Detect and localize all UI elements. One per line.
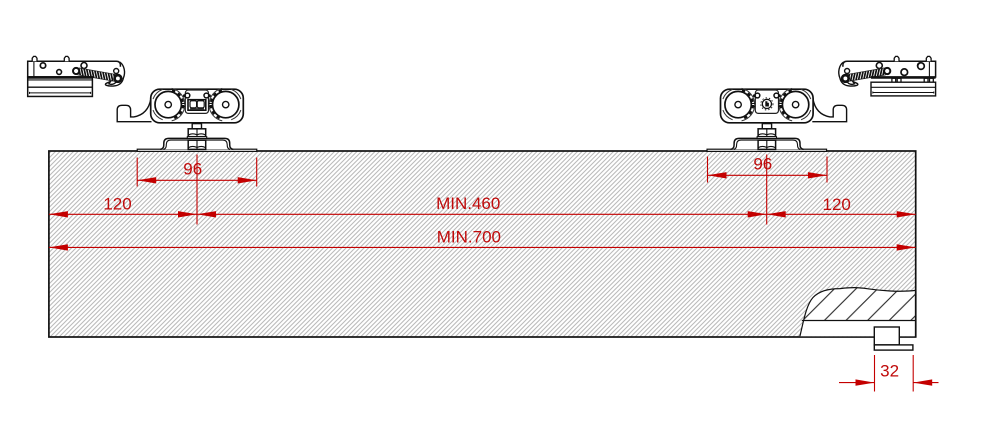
svg-text:MIN.460: MIN.460	[436, 194, 500, 213]
svg-text:96: 96	[183, 159, 202, 178]
svg-text:MIN.700: MIN.700	[437, 228, 501, 247]
svg-text:120: 120	[823, 195, 851, 214]
svg-text:32: 32	[880, 362, 899, 381]
svg-text:120: 120	[103, 194, 131, 213]
svg-text:96: 96	[753, 155, 772, 174]
